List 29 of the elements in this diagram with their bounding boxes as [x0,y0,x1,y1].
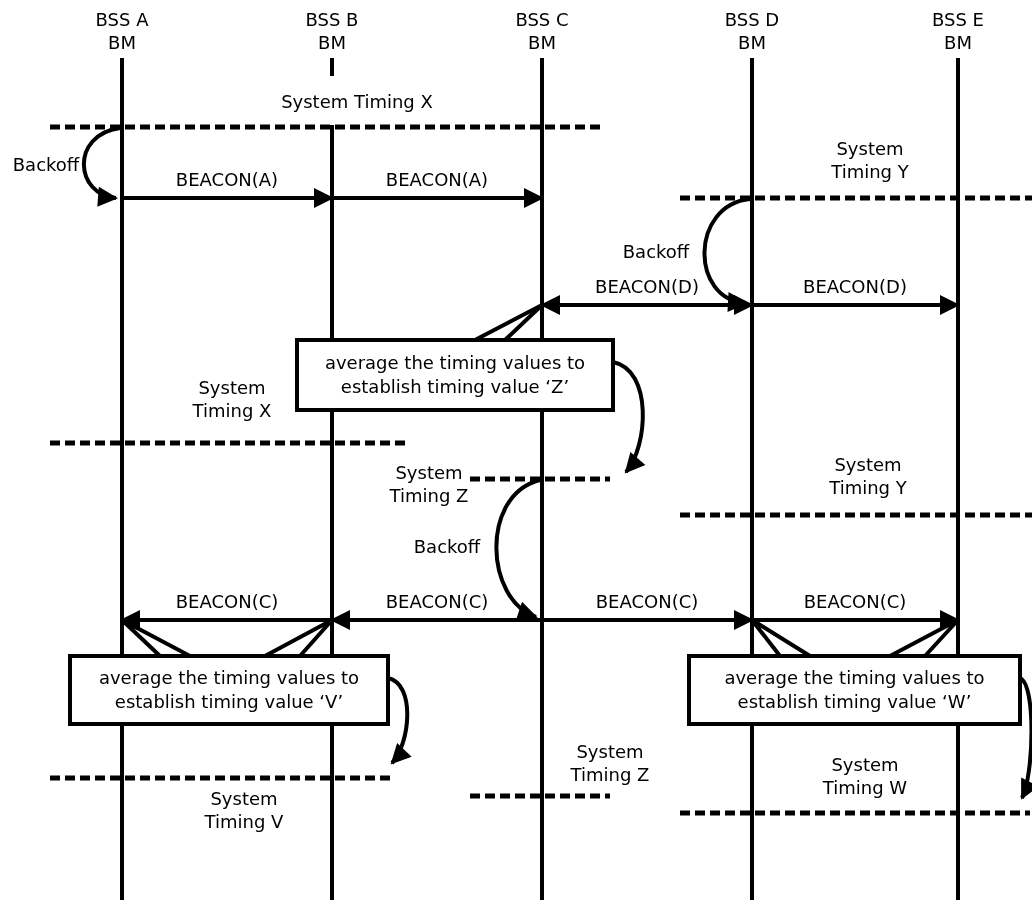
backoff-label: Backoff [412,535,482,558]
backoff-label: Backoff [11,153,81,176]
edge-label: BEACON(A) [174,168,280,191]
timing-label: System Timing V [203,787,285,833]
process-box: average the timing values to establish timing value ‘Z’ [295,338,615,412]
timing-label: System Timing W [821,753,909,799]
lifeline-header: BSS C BM [514,8,570,54]
backoff-label: Backoff [621,240,691,263]
lifeline-header: BSS E BM [931,8,985,54]
lifeline-header: BSS B BM [304,8,360,54]
edge-label: BEACON(D) [802,275,908,298]
edge-label: BEACON(C) [802,590,908,613]
timing-label: System Timing Y [830,137,910,183]
edge-label: BEACON(D) [594,275,700,298]
timing-label: System Timing X [280,90,434,113]
timing-label: System Timing Z [388,461,470,507]
timing-label: System Timing Y [828,453,908,499]
process-box: average the timing values to establish timing value ‘V’ [68,654,390,726]
process-box: average the timing values to establish timing value ‘W’ [687,654,1022,726]
edge-label: BEACON(C) [174,590,280,613]
lifeline-header: BSS D BM [723,8,781,54]
lifeline-header: BSS A BM [94,8,150,54]
curved-arrow [387,676,411,765]
edge-label: BEACON(C) [384,590,490,613]
curved-arrow [1018,676,1032,800]
timing-label: System Timing Z [569,740,651,786]
edge-label: BEACON(A) [384,168,490,191]
timing-label: System Timing X [191,376,273,422]
edge-label: BEACON(C) [594,590,700,613]
